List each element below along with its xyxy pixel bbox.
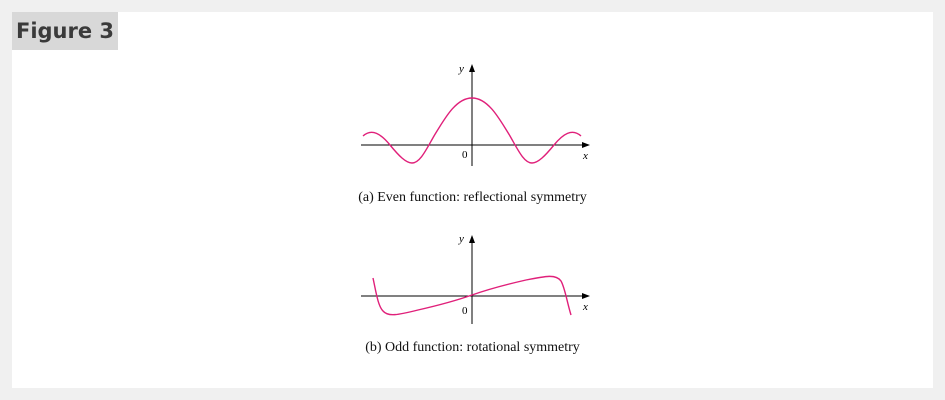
origin-label: 0 <box>462 305 468 317</box>
x-axis-label: x <box>582 301 588 313</box>
even-function-curve <box>362 97 582 164</box>
x-axis-label: x <box>582 150 588 162</box>
y-axis-label: y <box>458 63 464 75</box>
x-axis-arrow <box>582 142 590 148</box>
even-function-caption: (a) Even function: reflectional symmetry <box>358 190 587 205</box>
y-axis-arrow <box>469 64 475 72</box>
origin-label: 0 <box>462 149 468 161</box>
odd-function-caption: (b) Odd function: rotational symmetry <box>365 340 580 355</box>
x-axis-arrow <box>582 293 590 299</box>
y-axis-arrow <box>469 235 475 243</box>
odd-function-curve <box>372 275 572 316</box>
figure-label: Figure 3 <box>12 12 118 50</box>
y-axis-label: y <box>458 233 464 245</box>
